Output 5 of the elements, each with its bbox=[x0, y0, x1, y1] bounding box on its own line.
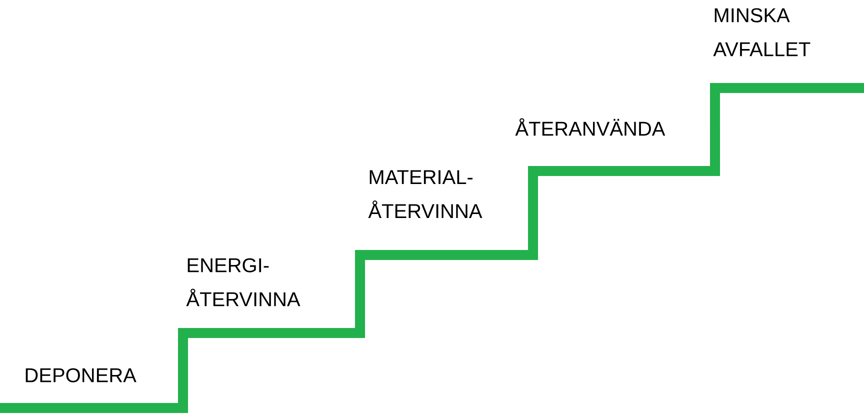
step-label: ÅTERANVÄNDA bbox=[515, 118, 666, 136]
step-label: ENERGI- ÅTERVINNA bbox=[186, 258, 300, 306]
step-label: MATERIAL- ÅTERVINNA bbox=[368, 170, 482, 218]
step-label: MINSKA AVFALLET bbox=[713, 8, 810, 56]
step-label: DEPONERA bbox=[26, 368, 136, 382]
